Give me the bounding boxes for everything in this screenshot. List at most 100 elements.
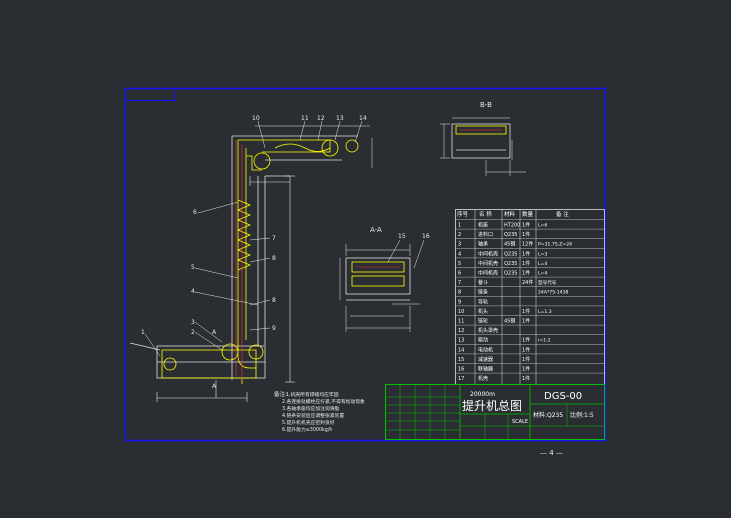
callout-10: 10 [252,115,260,122]
note-line-6: 6.提升能力≤3000kg/h [282,426,332,433]
table-cell: 中间机壳 [478,250,498,257]
note-line-1: 1.机壳所有焊缝均应牢固 [286,391,339,398]
callout-16: 16 [422,233,430,240]
table-cell: HT200 [504,223,520,229]
callout-11: 11 [301,115,309,122]
table-header-remark: 备 注 [556,210,569,218]
table-cell: 减速器 [478,356,493,363]
length-note: 20000m [470,391,495,398]
table-cell: 9 [458,299,461,305]
table-cell: 45钢 [504,318,515,325]
table-cell: 中间机壳 [478,260,498,267]
table-cell: L=6 [538,223,547,229]
table-cell: 10 [458,309,464,315]
callout-9: 9 [272,325,276,332]
drawing-title: 提升机总图 [462,398,522,413]
table-cell: 3 [458,242,461,248]
callout-8b: 8 [272,297,276,304]
table-cell: 1件 [522,337,530,344]
table-cell: 5 [458,261,461,267]
note-line-3: 3.各轴承座均应加注润滑脂 [282,405,340,412]
callout-8: 8 [272,255,276,262]
callout-4: 4 [191,288,195,295]
table-cell: 导轨 [478,298,488,305]
material-label: 材料:Q235 [533,411,563,419]
callout-14: 14 [359,115,367,122]
table-cell: 45钢 [504,241,515,248]
table-cell: Q235 [504,251,517,257]
table-cell: 1件 [522,231,530,238]
table-cell: 16 [458,367,464,373]
page-number: — 4 — [540,449,563,457]
table-cell: 1件 [522,222,530,229]
table-cell: 1 [458,223,461,229]
table-cell: 1件 [522,318,530,325]
callout-6: 6 [193,209,197,216]
table-cell: Q235 [504,271,517,277]
table-cell: 链轮 [478,318,488,325]
table-header-qty: 数量 [522,210,534,218]
table-cell: 11 [458,319,464,325]
table-cell: 联轴器 [478,366,493,373]
section-mark-top: A [212,329,217,336]
section-aa-title: A-A [370,226,382,234]
table-cell: L=1.3 [538,309,552,315]
section-aa-view [339,239,425,332]
section-bb-title: B-B [480,101,492,109]
table-cell: 机头 [478,308,488,315]
table-cell: 机壳 [478,375,488,382]
table-cell: 1件 [522,366,530,373]
table-cell: 8 [458,290,461,296]
table-cell: 轴承 [478,241,488,248]
section-bb-view [440,117,526,176]
table-cell: 17 [458,376,464,382]
scale-word: SCALE [512,419,528,425]
table-cell: 电动机 [478,346,493,353]
table-cell: 型号代号 [538,279,557,286]
table-cell: Q235 [504,261,517,267]
table-cell: 14 [458,347,464,353]
callout-5: 5 [191,264,195,271]
table-cell: 1件 [522,260,530,267]
sheet-corner-box [125,88,176,101]
table-cell: 链条 [478,289,488,296]
callout-2: 2 [191,329,195,336]
callout-15: 15 [398,233,406,240]
drawing-number: DGS-00 [544,391,582,402]
note-line-4: 4.链条安装后应调整张紧装置 [282,412,344,419]
table-cell: 2 [458,232,461,238]
note-line-5: 5.提升机机壳应密封良好 [282,419,335,426]
table-cell: 7 [458,280,461,286]
notes-heading: 备注: [274,390,287,398]
table-cell: 1件 [522,270,530,277]
callout-1: 1 [141,329,145,336]
table-cell: 1件 [522,375,530,382]
table-cell: 6 [458,271,461,277]
scale-label: 比例:1:5 [570,411,594,419]
table-cell: 中间机壳 [478,270,498,277]
table-cell: 12件 [522,241,533,248]
table-header-no: 序号 [457,210,469,218]
table-header-material: 材料 [504,210,516,218]
elevator-main-view [129,120,373,402]
table-cell: L=4 [538,261,547,267]
table-cell: Q235 [504,232,517,238]
callout-12: 12 [317,115,325,122]
section-mark-bottom: A [212,383,217,390]
table-cell: 13 [458,338,464,344]
table-cell: 15 [458,357,464,363]
table-cell: 畚斗 [478,279,488,286]
table-cell: i=1:2 [538,338,551,344]
callout-3: 3 [191,319,195,326]
table-cell: 机座 [478,222,488,229]
table-cell: P=31.75,Z=24 [538,242,572,248]
table-cell: 24件 [522,279,533,286]
table-cell: 机头罩壳 [478,327,498,334]
table-cell: 1件 [522,356,530,363]
table-header-name: 名 称 [479,210,492,218]
table-cell: 24A*75-1438 [538,290,569,296]
table-cell: L=3 [538,251,547,257]
note-line-2: 2.各连接处螺栓应拧紧,不得有松动现象 [282,398,365,405]
table-cell: 12 [458,328,464,334]
